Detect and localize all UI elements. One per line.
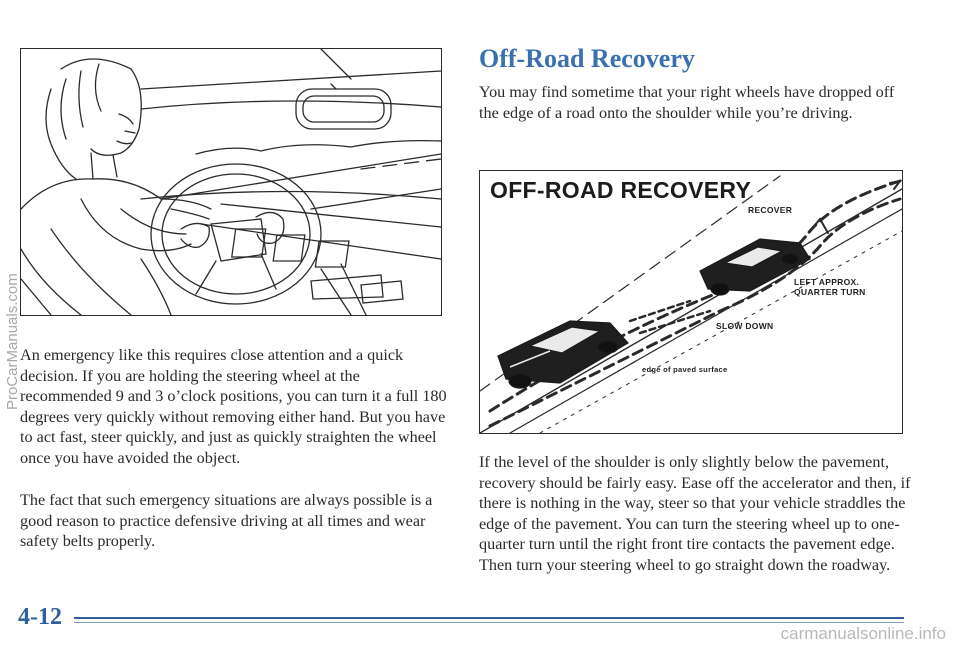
road-diagram-drawing: [480, 175, 902, 433]
footer-rule-thin: [74, 622, 904, 623]
footer-rule: [74, 617, 904, 619]
label-recover: RECOVER: [748, 205, 793, 215]
label-pavement-edge: edge of paved surface: [642, 365, 728, 374]
label-left-turn-1: LEFT APPROX.: [794, 277, 860, 287]
car-front: [699, 238, 811, 296]
left-paragraph-2: The fact that such emergency situations …: [20, 491, 433, 550]
intro-paragraph: You may find sometime that your right wh…: [479, 83, 895, 122]
recovery-paragraph: If the level of the shoulder is only sli…: [479, 453, 911, 574]
label-slow-down: SLOW DOWN: [716, 321, 774, 331]
side-watermark: ProCarManuals.com: [4, 273, 21, 410]
label-left-turn-2: QUARTER TURN: [794, 287, 866, 297]
bottom-watermark: carmanualsonline.info: [780, 624, 946, 643]
section-title: Off-Road Recovery: [479, 44, 695, 73]
car-rear: [497, 320, 629, 389]
page-number: 4-12: [18, 604, 62, 630]
off-road-recovery-diagram: OFF-ROAD RECOVERY RECOVER LEFT APPROX. Q…: [479, 170, 903, 434]
driver-illustration: [20, 48, 442, 316]
driver-steering-drawing: [21, 49, 441, 315]
diagram-title: OFF-ROAD RECOVERY: [490, 177, 752, 203]
left-paragraph-1: An emergency like this requires close at…: [20, 346, 447, 467]
